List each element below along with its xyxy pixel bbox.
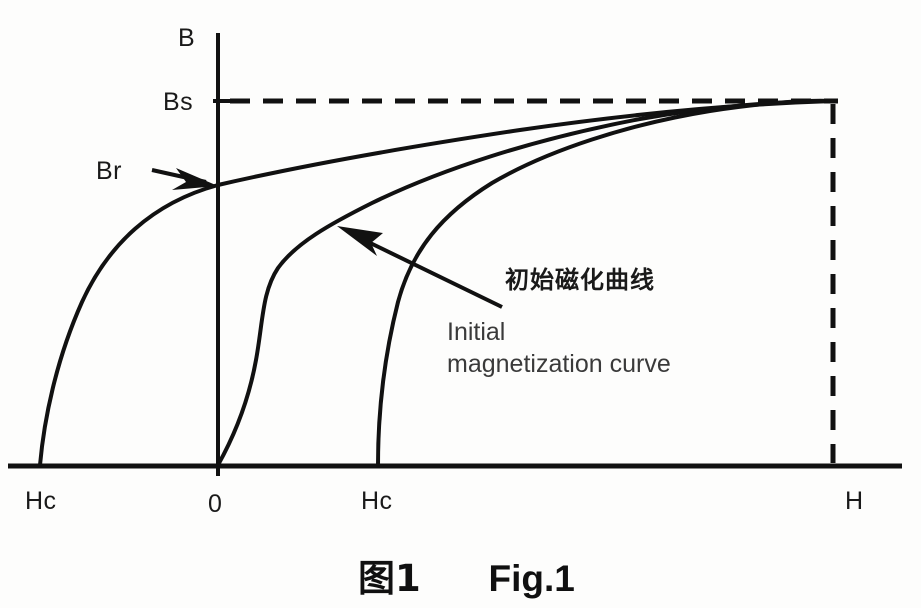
origin-label: 0 <box>208 490 223 518</box>
br-arrow-head <box>172 168 218 190</box>
hc-right-label: Hc <box>361 487 393 515</box>
initial-curve-arrow-shaft <box>359 236 503 309</box>
upper-hysteresis-branch-curve <box>38 99 835 467</box>
figure-caption-cn: 图1 <box>358 557 421 600</box>
hc-left-label: Hc <box>25 487 57 515</box>
br-pointer-arrow <box>151 168 218 190</box>
initial-curve-arrow-head <box>337 226 383 256</box>
curves <box>38 98 835 467</box>
initial-curve-annotation-en-line2: magnetization curve <box>447 350 671 378</box>
y-axis-label: B <box>178 24 196 52</box>
recoil-branch-curve <box>376 98 835 467</box>
initial-curve-annotation-cn: 初始磁化曲线 <box>505 266 655 294</box>
figure-caption-en: Fig.1 <box>488 558 575 599</box>
guide-lines <box>230 98 838 463</box>
initial-curve-pointer-arrow <box>337 226 503 309</box>
x-axis-label: H <box>845 487 864 515</box>
initial-magnetization-curve <box>216 99 835 467</box>
br-label: Br <box>96 157 122 185</box>
initial-curve-annotation-en-line1: Initial <box>447 318 506 346</box>
figure-caption: 图1 Fig.1 <box>358 548 575 602</box>
bs-label: Bs <box>163 88 194 116</box>
axis-lines <box>8 33 902 476</box>
